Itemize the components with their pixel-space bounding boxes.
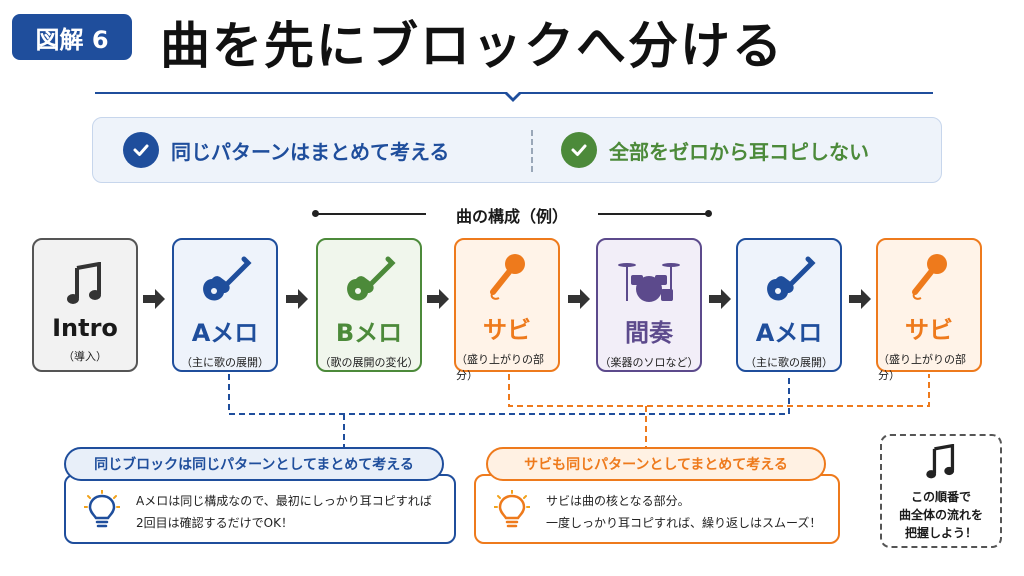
- block-description: （主に歌の展開）: [745, 356, 833, 369]
- flow-arrow-icon: [849, 289, 871, 309]
- principle-item: 同じパターンはまとめて考える: [123, 132, 449, 168]
- song-block-interlude: 間奏 （楽器のソロなど）: [596, 238, 702, 372]
- block-description: （盛り上がりの部分）: [456, 353, 544, 382]
- block-name: サビ: [483, 316, 531, 344]
- tip-text: Aメロは同じ構成なので、最初にしっかり耳コピすれば: [136, 494, 432, 508]
- structure-line-dot: [312, 210, 319, 217]
- block-description: （歌の展開の変化）: [319, 356, 419, 369]
- principles-bar: 同じパターンはまとめて考える 全部をゼロから耳コピしない: [92, 117, 942, 183]
- block-name: Bメロ: [335, 319, 403, 347]
- structure-label: 曲の構成（例）: [455, 207, 568, 226]
- page-title: 曲を先にブロックへ分ける: [160, 17, 784, 75]
- song-block-a-melody: Aメロ （主に歌の展開）: [172, 238, 278, 372]
- microphone-icon: [907, 252, 951, 302]
- tip-text: 2回目は確認するだけでOK！: [136, 516, 293, 530]
- lightbulb-icon: [83, 489, 121, 534]
- block-name: Intro: [52, 314, 118, 342]
- a-melody-tip-box: Aメロは同じ構成なので、最初にしっかり耳コピすれば 2回目は確認するだけでOK！: [64, 474, 456, 544]
- structure-line-dot: [705, 210, 712, 217]
- flow-arrow-icon: [143, 289, 165, 309]
- flow-note-box: この順番で 曲全体の流れを 把握しよう！: [880, 434, 1002, 548]
- microphone-icon: [485, 252, 529, 302]
- check-circle-icon: [123, 132, 159, 168]
- principle-label: 同じパターンはまとめて考える: [171, 139, 450, 164]
- guitar-icon: [762, 252, 816, 305]
- principles-divider: [531, 130, 533, 172]
- lightbulb-icon: [493, 489, 531, 534]
- song-block-intro: Intro （導入）: [32, 238, 138, 372]
- principle-item: 全部をゼロから耳コピしない: [561, 132, 869, 168]
- song-block-a-melody: Aメロ （主に歌の展開）: [736, 238, 842, 372]
- song-block-chorus: サビ （盛り上がりの部分）: [876, 238, 982, 382]
- music-note-icon: [924, 443, 958, 484]
- guitar-icon: [342, 252, 396, 305]
- structure-line: [598, 213, 708, 215]
- tip-text: 一度しっかり耳コピすれば、繰り返しはスムーズ！: [546, 516, 822, 530]
- tip-text: サビは曲の核となる部分。: [546, 494, 690, 508]
- flow-arrow-icon: [427, 289, 449, 309]
- drum-kit-icon: [617, 252, 681, 305]
- block-name: サビ: [905, 316, 953, 344]
- block-name: 間奏: [625, 319, 673, 347]
- block-name: Aメロ: [191, 319, 259, 347]
- check-circle-icon: [561, 132, 597, 168]
- structure-line: [316, 213, 426, 215]
- flow-arrow-icon: [286, 289, 308, 309]
- flow-arrow-icon: [709, 289, 731, 309]
- music-note-icon: [65, 252, 105, 306]
- note-text: この順番で 曲全体の流れを 把握しよう！: [898, 490, 983, 540]
- block-description: （楽器のソロなど）: [599, 356, 699, 369]
- chorus-tip-box: サビは曲の核となる部分。 一度しっかり耳コピすれば、繰り返しはスムーズ！: [474, 474, 840, 544]
- principle-label: 全部をゼロから耳コピしない: [609, 139, 869, 164]
- a-melody-group-label: 同じブロックは同じパターンとしてまとめて考える: [64, 447, 444, 481]
- block-description: （盛り上がりの部分）: [878, 353, 966, 382]
- guitar-icon: [198, 252, 252, 305]
- block-description: （主に歌の展開）: [181, 356, 269, 369]
- figure-badge: 図解 6: [12, 14, 132, 60]
- block-name: Aメロ: [755, 319, 823, 347]
- chorus-group-label: サビも同じパターンとしてまとめて考える: [486, 447, 826, 481]
- block-description: （導入）: [63, 350, 107, 363]
- flow-arrow-icon: [568, 289, 590, 309]
- song-block-b-melody: Bメロ （歌の展開の変化）: [316, 238, 422, 372]
- song-block-chorus: サビ （盛り上がりの部分）: [454, 238, 560, 382]
